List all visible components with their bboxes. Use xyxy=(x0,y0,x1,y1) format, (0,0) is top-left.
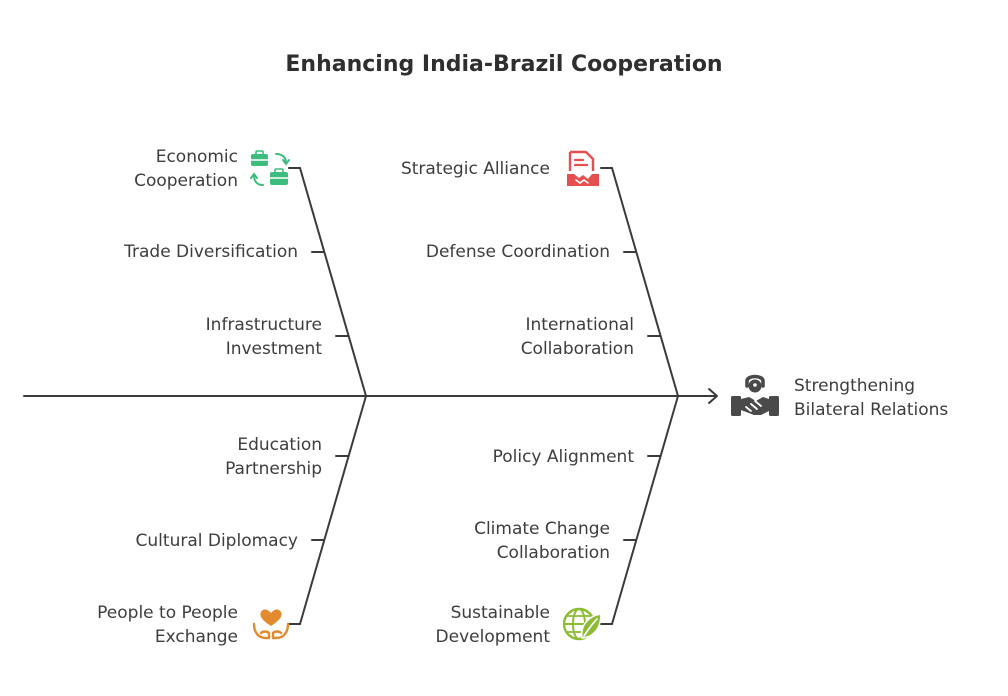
handshake-lock-icon xyxy=(731,374,779,416)
cause-infrastructure-investment: Infrastructure Investment xyxy=(205,315,322,359)
cause-climate-change-collaboration: Climate Change Collaboration xyxy=(474,519,610,563)
spine-arrowhead xyxy=(708,388,718,404)
category-strategic-label: Strategic Alliance xyxy=(400,159,550,179)
cause-education-partnership: Education Partnership xyxy=(225,435,322,479)
bone-sustainable xyxy=(611,395,679,625)
briefcase-exchange-icon xyxy=(250,150,290,186)
category-economic-label: Economic Cooperation xyxy=(134,147,238,191)
diagram-title: Enhancing India-Brazil Cooperation xyxy=(285,52,723,77)
cause-defense-coordination: Defense Coordination xyxy=(425,242,610,262)
cause-international-collaboration: International Collaboration xyxy=(520,315,634,359)
bone-people xyxy=(299,395,367,625)
effect-label: Strengthening Bilateral Relations xyxy=(794,376,949,420)
heart-hands-icon xyxy=(252,609,290,640)
bone-strategic xyxy=(611,167,679,397)
category-sustainable-label: Sustainable Development xyxy=(435,603,550,647)
cause-cultural-diplomacy: Cultural Diplomacy xyxy=(135,531,298,551)
document-handshake-icon xyxy=(567,150,599,186)
globe-leaf-icon xyxy=(562,607,602,641)
cause-trade-diversification: Trade Diversification xyxy=(124,242,298,262)
category-people-label: People to People Exchange xyxy=(97,603,238,647)
cause-policy-alignment: Policy Alignment xyxy=(492,447,634,467)
bone-economic xyxy=(299,167,367,397)
